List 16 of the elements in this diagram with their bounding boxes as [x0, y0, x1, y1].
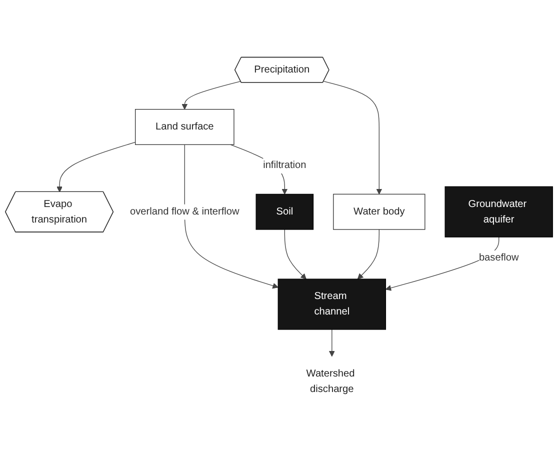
arrow: [323, 80, 382, 194]
arrow: [56, 142, 136, 192]
edge-label: overland flow & interflow: [130, 206, 240, 218]
node-box: Groundwater aquifer: [444, 186, 553, 238]
edge-label: infiltration: [263, 159, 306, 171]
arrow: [284, 229, 306, 280]
arrow: [357, 229, 380, 280]
arrow: [182, 80, 242, 110]
edge-label: baseflow: [478, 252, 519, 264]
node-box: Soil: [256, 194, 314, 230]
node-text: Watershed discharge: [306, 368, 355, 394]
node-box: Stream channel: [278, 278, 386, 330]
arrow: [184, 144, 278, 289]
arrow: [328, 329, 335, 357]
node-box: Land surface: [135, 109, 234, 145]
node-box: Water body: [333, 194, 426, 230]
